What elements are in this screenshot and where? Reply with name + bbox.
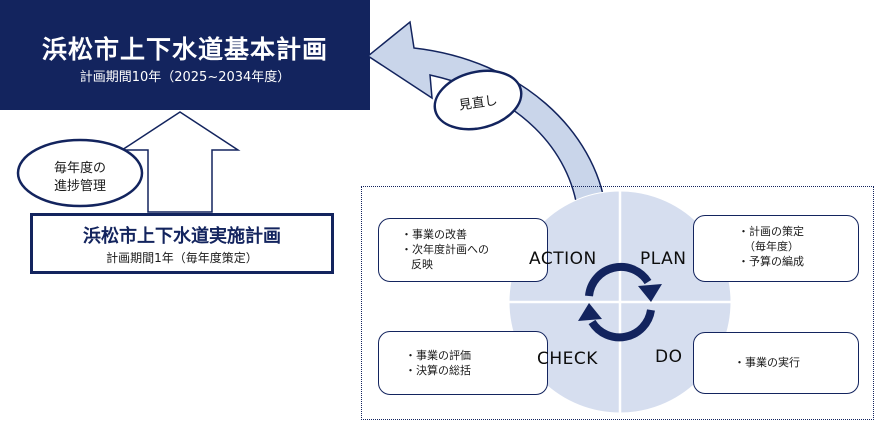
progress-bubble-text: 毎年度の 進捗管理: [20, 160, 140, 196]
implementation-plan-period: 計画期間1年（毎年度策定）: [106, 251, 258, 265]
action-box: ・事業の改善 ・次年度計画への 反映: [378, 218, 548, 282]
plan-item: （毎年度）: [744, 240, 799, 253]
master-plan-title: 浜松市上下水道基本計画: [41, 35, 328, 64]
action-item: 反映: [411, 258, 433, 271]
up-arrow: [119, 111, 241, 213]
pdca-frame: [361, 186, 874, 420]
review-arrow: [366, 20, 607, 214]
plan-item: ・予算の編成: [738, 255, 804, 268]
cycle-arrow-bottom-icon: [588, 309, 655, 342]
plan-item: ・計画の策定: [738, 225, 804, 238]
implementation-plan-title: 浜松市上下水道実施計画: [83, 226, 281, 247]
progress-bubble-line2: 進捗管理: [53, 179, 106, 194]
review-bubble: [433, 69, 523, 131]
check-item: ・事業の評価: [405, 349, 471, 362]
action-item: ・事業の改善: [401, 228, 467, 241]
progress-bubble: [16, 138, 144, 208]
do-label: DO: [655, 347, 683, 367]
master-plan-period: 計画期間10年（2025~2034年度）: [79, 70, 291, 85]
plan-box: ・計画の策定 （毎年度） ・予算の編成: [693, 215, 859, 282]
action-label: ACTION: [529, 249, 597, 269]
cycle-arrow-top-icon: [585, 262, 652, 297]
do-item: ・事業の実行: [734, 356, 800, 369]
do-box: ・事業の実行: [693, 332, 859, 394]
check-label: CHECK: [537, 349, 598, 369]
cycle-arrowhead-top-icon: [638, 284, 662, 302]
master-plan-box: 浜松市上下水道基本計画 計画期間10年（2025~2034年度）: [0, 0, 370, 110]
progress-bubble-line1: 毎年度の: [53, 161, 106, 176]
cycle-arrowhead-bottom-icon: [578, 303, 602, 321]
check-box: ・事業の評価 ・決算の総括: [378, 331, 548, 395]
action-item: ・次年度計画への: [401, 243, 489, 256]
implementation-plan-box: 浜松市上下水道実施計画 計画期間1年（毎年度策定）: [30, 213, 334, 274]
check-item: ・決算の総括: [405, 364, 471, 377]
plan-label: PLAN: [640, 249, 687, 269]
